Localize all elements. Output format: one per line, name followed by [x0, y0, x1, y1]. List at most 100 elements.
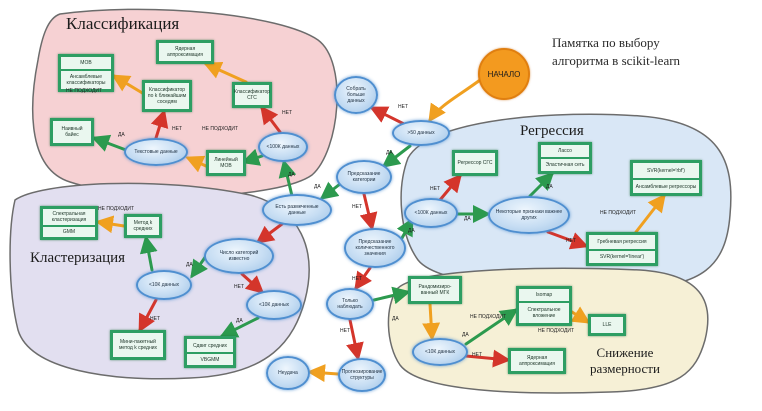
box-ridge-svr: Гребневая регрессия SVR(kernel='linear') [586, 232, 658, 266]
node-predict-category: Предсказание категории [336, 160, 392, 194]
node-few-features: Некоторые признаки важнее других [488, 196, 570, 234]
box-mean-shift: Сдвиг средних [192, 342, 228, 349]
box-ensemble-classifiers: Ансамблевые классификаторы [61, 69, 111, 89]
edge-label-no: НЕТ [352, 276, 362, 282]
node-predict-structure: Прогнозирование структуры [338, 358, 386, 392]
box-naive-bayes: Наивный байес [50, 118, 94, 146]
edge-sgd-to-kernel-approx [203, 61, 248, 84]
box-svc: МОВ [80, 60, 92, 66]
edge-label-not-working: НЕ ПОДХОДИТ [470, 314, 507, 320]
edge-lt10k-known-to-minibatch [138, 298, 158, 333]
node-lt10k-known: <10К данных [136, 270, 192, 300]
box-svr-rbf: SVR(kernel='rbf') [647, 167, 685, 174]
edge-lt10k-dim-to-isomap [464, 308, 519, 346]
zone-title-regression: Регрессия [520, 123, 584, 139]
edge-label-yes: ДА [118, 132, 125, 138]
box-svc-ensemble: МОВ Ансамблевые классификаторы [58, 54, 114, 92]
edge-label-no: НЕТ [566, 238, 576, 244]
node-tough-luck: Неудача [266, 356, 310, 390]
edge-label-yes: ДА [464, 216, 471, 222]
edge-ridge-to-svr-rbf [634, 193, 666, 234]
box-lasso-enet: Лассо Эластичная сеть [538, 142, 592, 174]
edge-label-yes: ДА [314, 184, 321, 190]
node-text-data: Текстовые данные [124, 138, 188, 166]
box-knn: Классификатор по k ближайшим соседям [142, 80, 192, 112]
zone-dimreduction [387, 267, 709, 394]
zone-title-classification: Классификация [66, 14, 180, 33]
node-more-data: Собрать больше данных [334, 76, 378, 114]
box-spectral-embedding: Спектральное вложение [519, 301, 569, 323]
edge-text-to-naive-bayes [91, 134, 128, 152]
box-randomized-pca: Рандомизиро-ванный МГК [408, 276, 462, 304]
edge-label-yes: ДА [288, 172, 295, 178]
edge-labeled-to-num-cat [255, 222, 284, 244]
box-sgd-reg: Регрессор СГС [452, 150, 498, 176]
node-num-cat-known: Число категорий известно [204, 238, 274, 274]
box-linear-svc: Линейный МОВ [206, 150, 246, 176]
edge-label-no: НЕТ [430, 186, 440, 192]
box-spectral-clustering: Спектральная кластеризация [51, 211, 87, 223]
box-spectral-gmm: Спектральная кластеризация GMM [40, 206, 98, 240]
edge-label-yes: ДА [462, 332, 469, 338]
box-vbgmm: VBGMM [187, 352, 233, 365]
edge-just-looking-to-randomized-pca [372, 286, 411, 305]
edge-label-not-working: НЕ ПОДХОДИТ [600, 210, 637, 216]
edge-randomized-pca-to-lt10k-dim [422, 302, 441, 341]
box-svr-rbf-ensemble: SVR(kernel='rbf') Ансамблевые регрессоры [630, 160, 702, 196]
zone-title-dimreduction: Снижение размерности [590, 345, 660, 376]
node-gt50: >50 данных [392, 120, 450, 146]
node-lt100k-reg: <100К данных [404, 198, 458, 228]
node-predict-quantity: Предсказание количественного значения [344, 228, 406, 268]
edge-label-not-working: НЕ ПОДХОДИТ [98, 206, 135, 212]
box-elastic-net: Эластичная сеть [541, 157, 589, 171]
start-node: НАЧАЛО [478, 48, 530, 100]
edge-predict-category-to-labeled [319, 181, 342, 200]
box-isomap: Isomap [535, 292, 553, 298]
edge-start-to-gt50 [428, 78, 482, 123]
node-lt100k-class: <100К данных [258, 132, 308, 162]
box-gmm: GMM [43, 225, 95, 237]
edge-lt100k-class-to-sgd [260, 105, 282, 134]
edge-label-no: НЕТ [472, 352, 482, 358]
node-labeled: Есть размеченные данные [262, 194, 332, 226]
edge-label-yes: ДА [408, 228, 415, 234]
box-lle: LLE [588, 314, 626, 336]
edge-lt10k-dim-to-kernel-approx-d [464, 349, 511, 368]
edge-few-features-to-ridge [546, 230, 589, 250]
box-ridge: Гребневая регрессия [597, 239, 647, 245]
edge-predict-category-to-quantity [359, 192, 378, 231]
edge-isomap-to-lle [570, 306, 591, 324]
box-minibatch: Мини-пакетный метод k средних [110, 330, 166, 360]
edge-labeled-to-lt100k-class [278, 159, 297, 198]
edge-label-yes: ДА [186, 262, 193, 268]
edge-num-cat-to-lt10k-known [190, 254, 208, 279]
edge-gt50-to-more-data [369, 106, 406, 126]
box-meanshift-vbgmm: Сдвиг средних VBGMM [184, 336, 236, 368]
edge-lt100k-class-to-linear-svc [241, 148, 264, 166]
edge-label-yes: ДА [236, 318, 243, 324]
edge-label-not-working: НЕ ПОДХОДИТ [202, 126, 239, 132]
edge-text-to-knn [150, 109, 169, 140]
edge-label-no: НЕТ [234, 284, 244, 290]
edge-label-yes: ДА [546, 184, 553, 190]
edge-knn-to-svc-ensemble [111, 74, 146, 96]
box-kernel-approx-c: Ядерная аппроксимация [156, 40, 214, 64]
edge-quantity-to-just-looking [354, 266, 372, 291]
node-lt10k-unknown: <10К данных [246, 290, 302, 320]
edge-label-no: НЕТ [352, 204, 362, 210]
edge-label-no: НЕТ [282, 110, 292, 116]
edge-just-looking-to-predict-structure [346, 318, 364, 361]
edge-label-not-working: НЕ ПОДХОДИТ [538, 328, 575, 334]
edge-lt10k-known-to-kmeans [139, 235, 158, 272]
edge-few-features-to-lasso [528, 171, 555, 198]
box-lasso: Лассо [558, 148, 572, 154]
edge-label-no: НЕТ [150, 316, 160, 322]
edge-linear-svc-to-text [185, 155, 208, 173]
node-just-looking: Только наблюдать [326, 288, 374, 320]
edge-label-no: НЕТ [340, 328, 350, 334]
edge-kmeans-to-spectral [95, 215, 126, 234]
edge-label-no: НЕТ [398, 104, 408, 110]
edge-label-yes: ДА [392, 316, 399, 322]
